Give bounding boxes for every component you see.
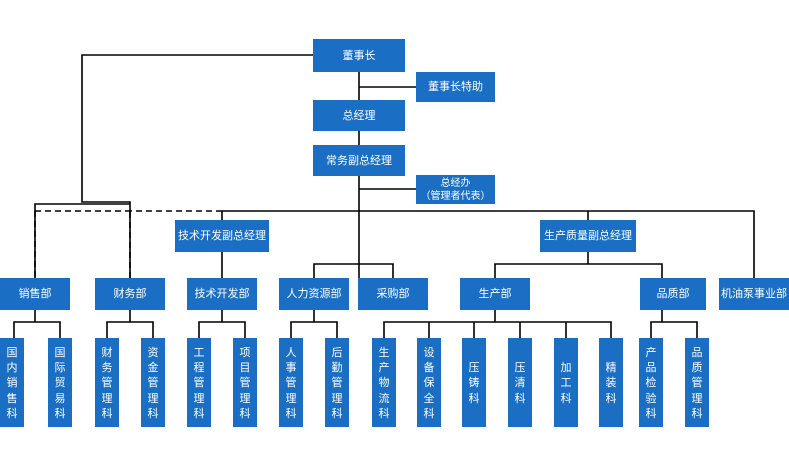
node-hr: 人力资源部 [279, 278, 349, 310]
node-chairman: 董事长 [313, 39, 405, 72]
node-exec-vgm: 常务副总经理 [313, 145, 405, 176]
node-prod-logistics: 生产物流科 [372, 338, 396, 427]
node-gm-office-line1: 总经办 [440, 177, 471, 189]
node-product-inspection: 产品检验科 [639, 338, 663, 427]
connector [198, 321, 246, 338]
node-gm: 总经理 [313, 100, 405, 131]
connector [313, 263, 394, 278]
connector [290, 321, 338, 338]
node-capital-mgmt: 资金管理科 [141, 338, 165, 427]
connector [13, 321, 61, 338]
connector [494, 263, 663, 278]
node-logistics-mgmt: 后勤管理科 [325, 338, 349, 427]
node-tech-vgm: 技术开发副总经理 [175, 220, 269, 252]
node-production: 生产部 [460, 278, 530, 310]
node-purchasing: 采购部 [358, 278, 428, 310]
node-quality-mgmt: 品质管理科 [685, 338, 709, 427]
connector [650, 321, 698, 338]
node-finishing: 精装科 [599, 338, 623, 427]
node-sales: 销售部 [0, 278, 70, 310]
node-equip-maint: 设备保全科 [417, 338, 441, 427]
node-intl-trade: 国际贸易科 [48, 338, 72, 427]
node-engineering-mgmt: 工程管理科 [187, 338, 211, 427]
node-domestic-sales: 国内销售科 [0, 338, 24, 427]
connector [34, 203, 130, 278]
node-prod-vgm: 生产质量副总经理 [540, 220, 636, 252]
node-project-mgmt: 项目管理科 [233, 338, 257, 427]
connector [106, 321, 154, 338]
node-machining: 加工科 [554, 338, 578, 427]
connector [222, 210, 755, 278]
node-chairman-assistant: 董事长特助 [416, 72, 495, 102]
connector [383, 321, 612, 338]
node-die-casting: 压铸科 [462, 338, 486, 427]
node-tech-dev: 技术开发部 [187, 278, 257, 310]
node-pump: 机油泵事业部 [719, 278, 789, 310]
node-gm-office: 总经办 （管理者代表） [416, 175, 495, 204]
node-personnel-mgmt: 人事管理科 [279, 338, 303, 427]
node-finance-mgmt: 财务管理科 [95, 338, 119, 427]
node-gm-office-line2: （管理者代表） [420, 190, 491, 202]
node-press-cleaning: 压清科 [508, 338, 532, 427]
node-quality: 品质部 [640, 278, 706, 310]
node-finance: 财务部 [95, 278, 165, 310]
